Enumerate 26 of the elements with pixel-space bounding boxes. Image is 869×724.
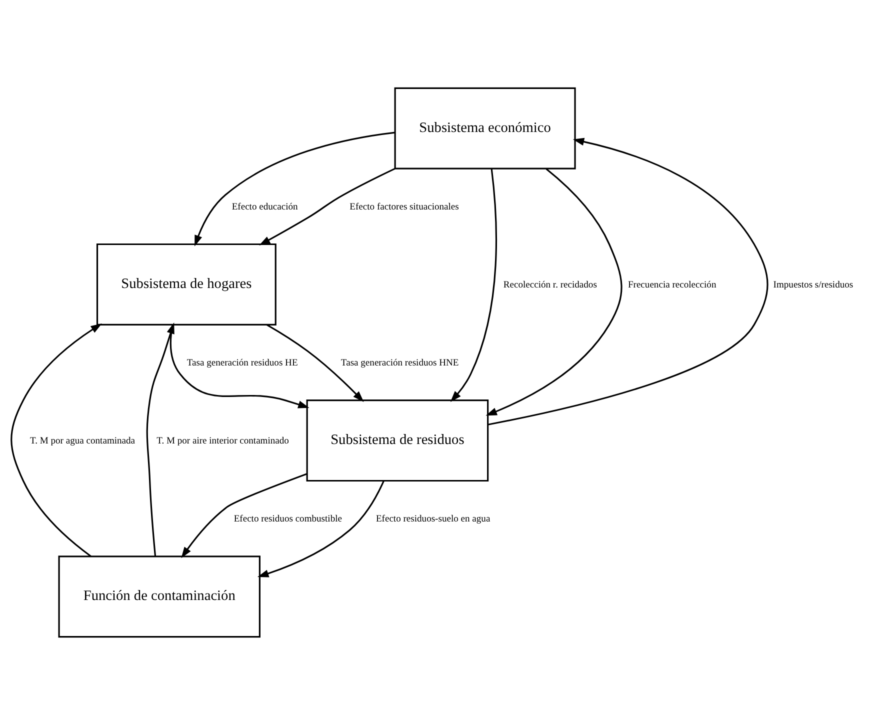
edge-label: Efecto residuos-suelo en agua bbox=[376, 512, 490, 524]
arrow bbox=[266, 324, 364, 402]
node-box: Función de contaminación bbox=[58, 555, 260, 638]
edge-label: Efecto factores situacionales bbox=[350, 200, 459, 212]
arrow bbox=[257, 480, 385, 577]
arrow bbox=[181, 472, 308, 558]
edge-label: Recolección r. recidados bbox=[503, 278, 597, 290]
node-box: Subsistema económico bbox=[394, 86, 576, 169]
edge-label: Efecto educación bbox=[232, 200, 298, 212]
node-box: Subsistema de residuos bbox=[306, 399, 489, 482]
arrow bbox=[170, 324, 310, 408]
arrow bbox=[194, 131, 396, 246]
arrow bbox=[488, 137, 768, 425]
edge-label: Efecto residuos combustible bbox=[234, 512, 342, 524]
node-box: Subsistema de hogares bbox=[96, 242, 276, 325]
arrow bbox=[450, 168, 497, 402]
edge-label: Impuestos s/residuos bbox=[773, 278, 854, 290]
arrow bbox=[486, 168, 622, 416]
edge-label: T. M por agua contaminada bbox=[30, 434, 136, 446]
arrow bbox=[10, 323, 102, 556]
edge-label: Frecuencia recolección bbox=[628, 278, 716, 290]
edge-label: T. M por aire interior contaminado bbox=[156, 434, 289, 446]
edge-label: Tasa generación residuos HNE bbox=[340, 356, 459, 368]
arrow bbox=[259, 167, 396, 245]
arrow bbox=[146, 322, 174, 556]
edge-label: Tasa generación residuos HE bbox=[186, 356, 298, 368]
